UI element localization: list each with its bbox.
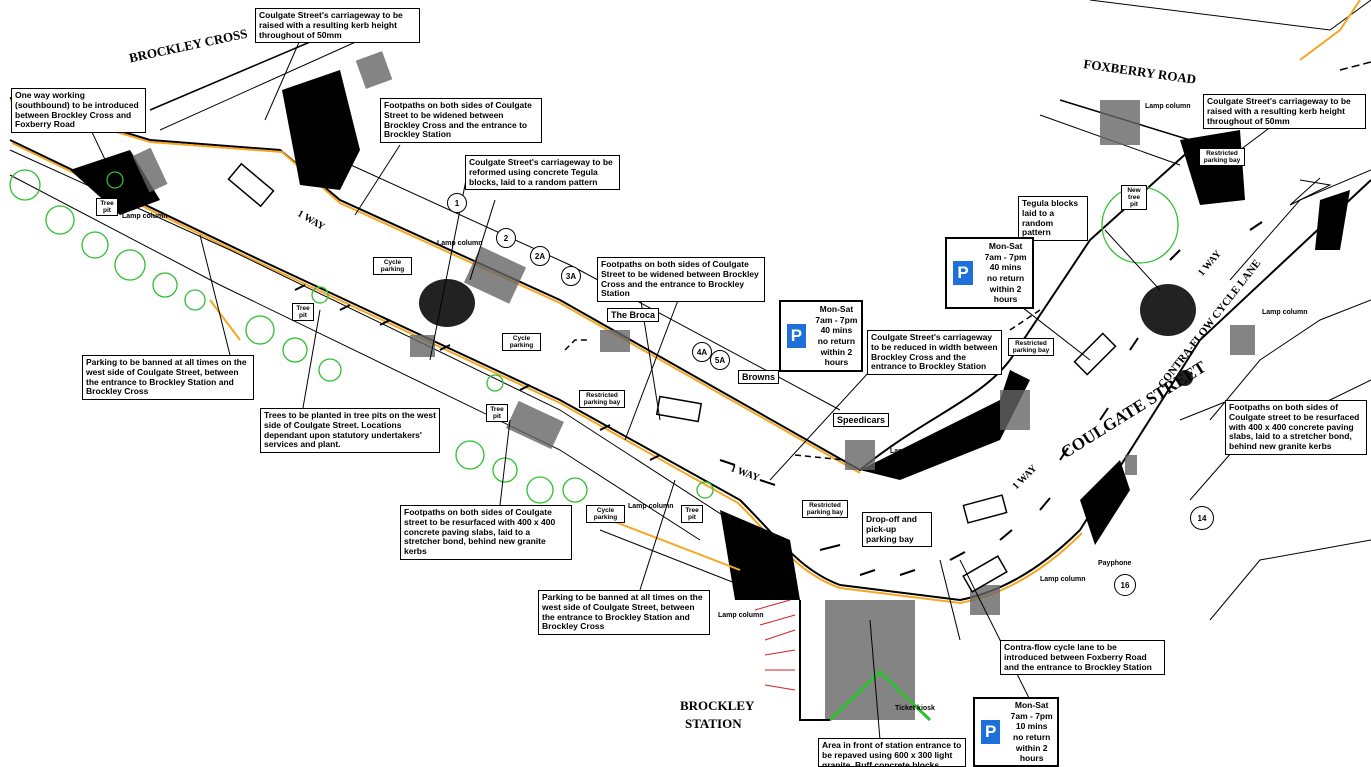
place-brockley-station-line1: BROCKLEY — [680, 698, 755, 713]
place-brockley-station-line2: STATION — [685, 716, 742, 731]
label-ticket-kiosk: Ticket kiosk — [895, 705, 935, 712]
tag-tree-pit-2: Tree pit — [292, 303, 314, 322]
label-lamp-column-1: Lamp column — [122, 213, 168, 220]
note-station-area: Area in front of station entrance to be … — [818, 738, 966, 767]
south-kerb-line — [9, 139, 1371, 602]
tree-symbols — [9, 169, 1179, 504]
tag-new-tree-pit: New tree pit — [1121, 185, 1147, 211]
shop-speedicars: Speedicars — [833, 413, 890, 427]
parking-p-icon: P — [953, 261, 974, 285]
buildout-east-3 — [1080, 460, 1130, 545]
tag-restricted-bay-1: Restricted parking bay — [579, 390, 625, 409]
property-number-5a: 5A — [710, 350, 730, 370]
label-lamp-column-4: Lamp column — [718, 612, 764, 619]
tag-restricted-bay-3: Restricted parking bay — [1008, 338, 1054, 357]
label-lamp-column-7: Lamp column — [1262, 309, 1308, 316]
tag-cycle-parking-2: Cycle parking — [502, 333, 541, 352]
tag-restricted-bay-4: Restricted parking bay — [1199, 148, 1245, 167]
note-trees: Trees to be planted in tree pits on the … — [260, 408, 440, 454]
note-raise-west: Coulgate Street's carriageway to be rais… — [255, 8, 420, 44]
buildout-brockley-cross — [282, 70, 360, 190]
property-number-4a: 4A — [692, 342, 712, 362]
shop-browns: Browns — [738, 370, 780, 384]
property-number-1: 1 — [447, 193, 467, 213]
station-steps — [754, 599, 796, 691]
note-footpaths-widened-1: Footpaths on both sides of Coulgate Stre… — [380, 98, 542, 144]
note-resurfaced-2: Footpaths on both sides of Coulgate stre… — [1225, 400, 1367, 455]
note-resurfaced-1: Footpaths on both sides of Coulgate stre… — [400, 505, 572, 560]
shop-the-broca: The Broca — [607, 308, 660, 322]
label-lamp-column-3: Lamp column — [628, 503, 674, 510]
property-number-2a: 2A — [530, 246, 550, 266]
tag-restricted-bay-2: Restricted parking bay — [802, 500, 848, 519]
note-raise-east: Coulgate Street's carriageway to be rais… — [1203, 94, 1366, 130]
note-tegula-blocks: Tegula blocks laid to a random pattern — [1018, 196, 1088, 242]
note-footpaths-widened-2: Footpaths on both sides of Coulgate Stre… — [597, 257, 765, 303]
tag-tree-pit-1: Tree pit — [96, 198, 118, 217]
north-kerb-line — [9, 97, 1191, 472]
label-lamp-column-6: Lamp column — [1145, 103, 1191, 110]
tree-pit-cluster-2 — [1140, 284, 1196, 336]
buildout-station — [720, 510, 800, 600]
note-tegula: Coulgate Street's carriageway to be refo… — [465, 155, 620, 191]
parking-p-icon: P — [981, 720, 1001, 744]
tag-cycle-parking-3: Cycle parking — [586, 505, 625, 524]
tag-tree-pit-4: Tree pit — [681, 505, 703, 524]
property-number-14: 14 — [1190, 506, 1214, 530]
label-lamp-column-5: Lamp column — [1040, 576, 1086, 583]
tag-cycle-parking-1: Cycle parking — [373, 257, 412, 276]
tag-tree-pit-3: Tree pit — [486, 404, 508, 423]
label-payphone: Payphone — [1098, 560, 1132, 567]
note-reduced-width: Coulgate Street's carriageway to be redu… — [867, 330, 1002, 376]
property-number-16: 16 — [1114, 574, 1136, 596]
note-dropoff: Drop-off and pick-up parking bay — [862, 512, 932, 548]
buildout-east-2 — [1315, 190, 1350, 250]
tree-pit-cluster-1 — [419, 279, 475, 327]
label-lamp-column-2: Lamp column — [437, 240, 483, 247]
property-number-3a: 3A — [561, 266, 581, 286]
car-symbols — [227, 162, 1117, 593]
note-one-way-working: One way working (southbound) to be intro… — [11, 88, 146, 134]
property-number-2: 2 — [496, 228, 516, 248]
buildout-coulgate-east — [860, 370, 1030, 480]
note-parking-banned-1: Parking to be banned at all times on the… — [82, 355, 254, 401]
station-ramp — [828, 669, 932, 722]
south-kerb-yellow — [11, 142, 1083, 605]
parking-p-icon: P — [787, 324, 806, 348]
note-contraflow: Contra-flow cycle lane to be introduced … — [1000, 640, 1165, 676]
note-parking-banned-2: Parking to be banned at all times on the… — [538, 590, 710, 636]
label-lamp-column-8: Lamp column — [890, 448, 936, 455]
buildout-foxberry — [1180, 130, 1245, 205]
